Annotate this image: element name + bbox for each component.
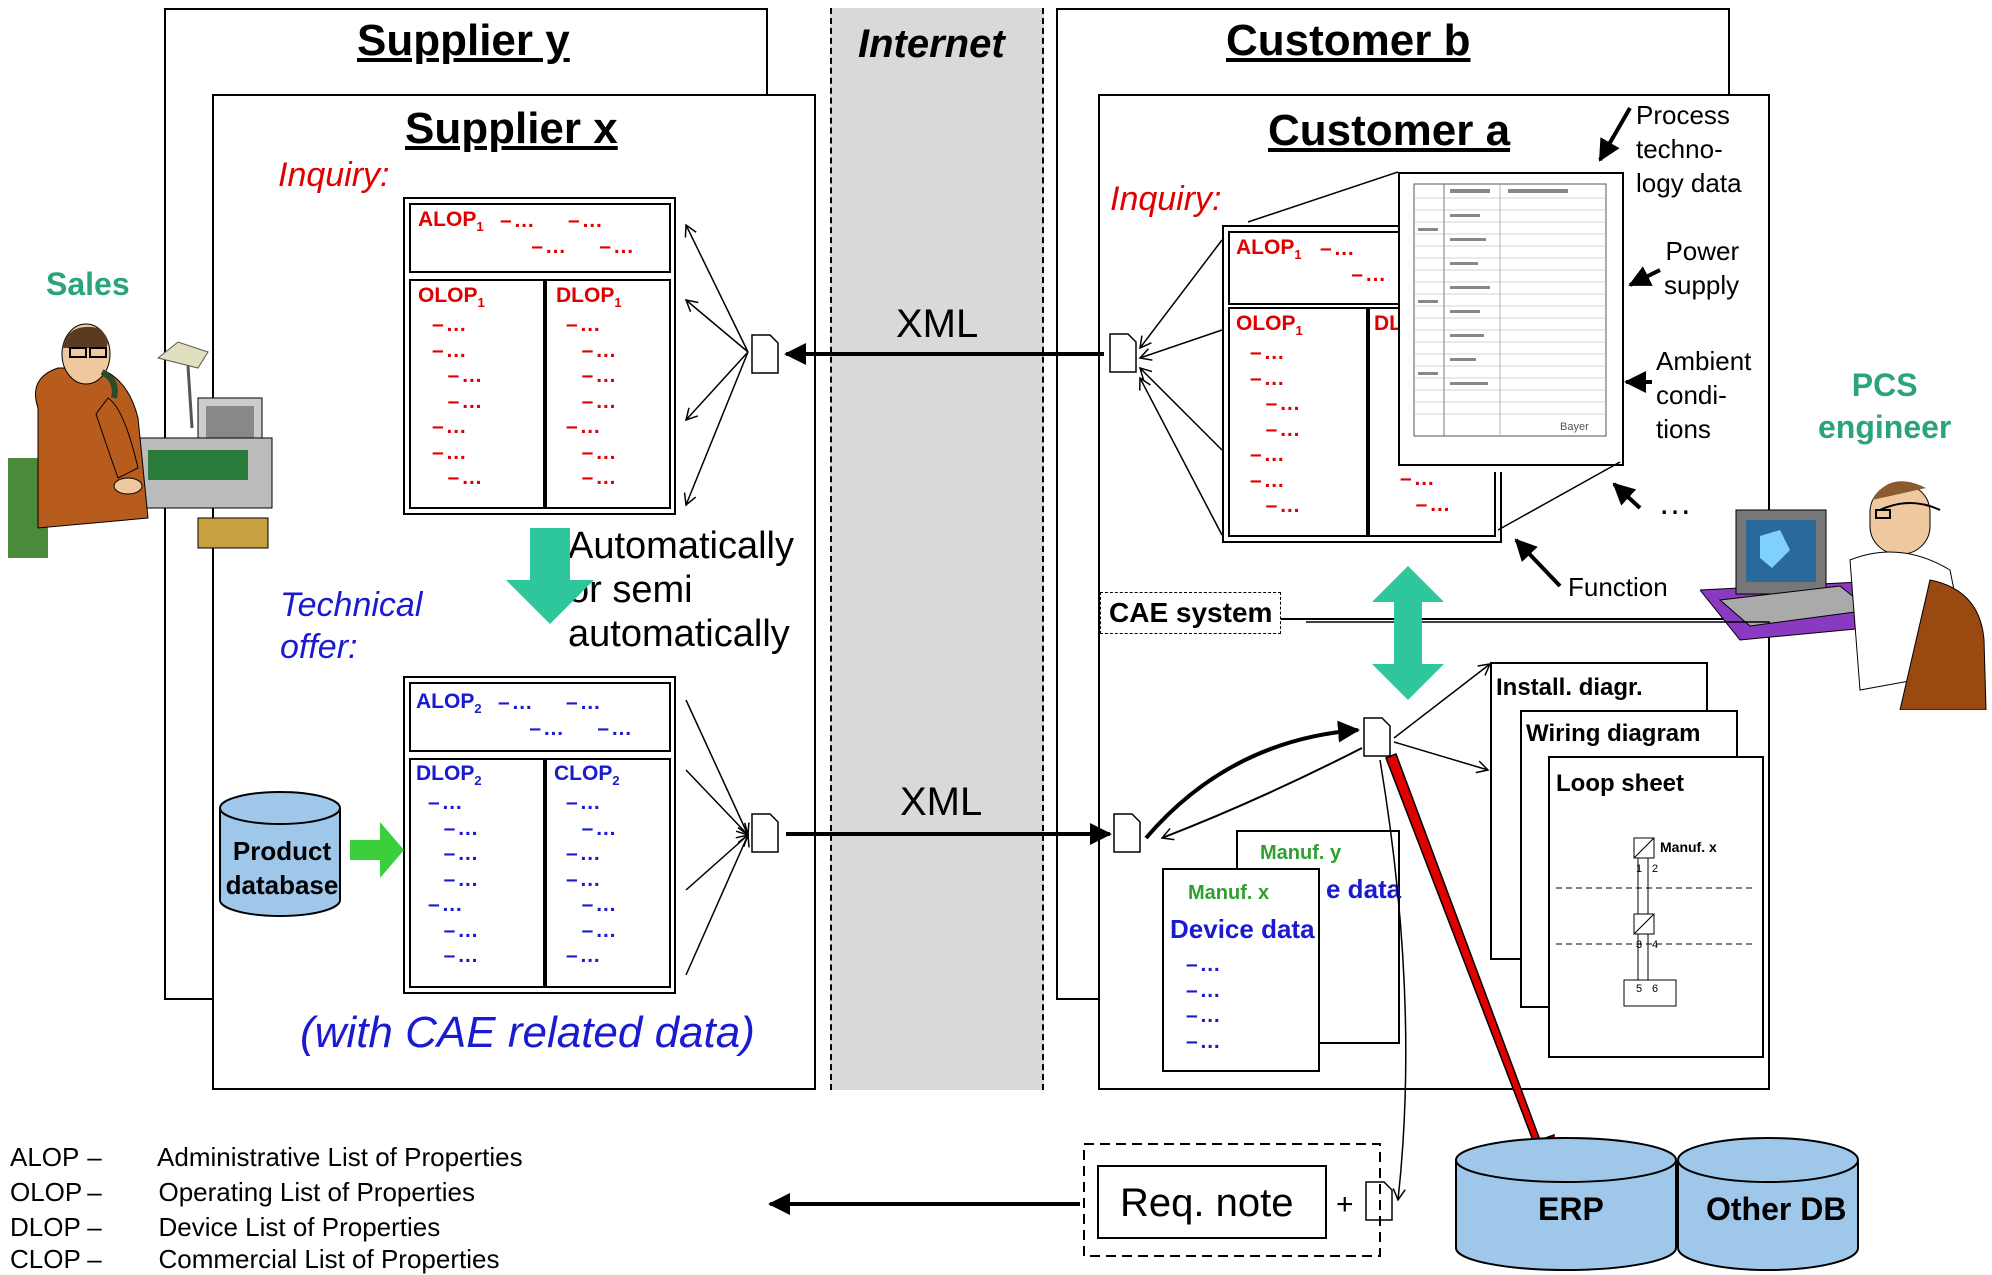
function-label: Function (1568, 572, 1668, 602)
loop-sheet (1548, 756, 1764, 1058)
loop-sheet-title: Loop sheet (1556, 770, 1685, 797)
pcs-engineer-illustration (1700, 481, 1987, 710)
cae-related-note: (with CAE related data) (300, 1008, 755, 1057)
sales-label: Sales (46, 266, 130, 302)
customer-dl: DL (1374, 312, 1402, 335)
sales-person-illustration (8, 323, 273, 558)
offer-alop: ALOP2 (416, 690, 482, 717)
automation-text: Automatically or semi automatically (568, 525, 794, 655)
offer-clop-values: –… –… –… –… –… –… –… (566, 791, 619, 967)
product-database-label: Product database (225, 836, 339, 900)
manuf-x-sheet (1162, 868, 1320, 1072)
wiring-diagram-title: Wiring diagram (1526, 720, 1701, 747)
manuf-x-label: Manuf. x (1188, 882, 1270, 904)
svg-text:ERP: ERP (1538, 1191, 1604, 1227)
supplier-x-title: Supplier x (405, 104, 618, 153)
process-technology-label: Process techno- logy data (1636, 100, 1742, 198)
legend-row-dlop: DLOP – Device List of Properties (10, 1212, 441, 1242)
customer-b-title: Customer b (1226, 16, 1471, 65)
internet-band (830, 8, 1044, 1090)
svg-text:3: 3 (1636, 939, 1642, 951)
svg-text:6: 6 (1652, 983, 1658, 995)
svg-text:1: 1 (1636, 863, 1642, 875)
svg-text:+: + (1336, 1188, 1354, 1221)
customer-inquiry-label: Inquiry: (1110, 180, 1222, 218)
inquiry-dlop: DLOP1 (556, 284, 622, 311)
legend-row-clop: CLOP – Commercial List of Properties (10, 1244, 500, 1274)
datasheet-grid-image: Bayer (1413, 183, 1607, 437)
svg-text:5: 5 (1636, 983, 1642, 995)
inquiry-alop-values: –… –… –… –… (500, 209, 637, 258)
pcs-engineer-label: PCS engineer (1818, 367, 1952, 445)
inquiry-olop-values: –… –… –… –… –… –… –… (432, 313, 485, 489)
inquiry-alop: ALOP1 (418, 208, 484, 235)
offer-dlop: DLOP2 (416, 762, 482, 789)
customer-olop-values: –… –… –… –… –… –… –… (1250, 341, 1303, 517)
svg-text:Bayer: Bayer (1560, 421, 1589, 433)
install-diagram-title: Install. diagr. (1496, 674, 1643, 701)
offer-clop: CLOP2 (554, 762, 620, 789)
manuf-y-label: Manuf. y (1260, 842, 1342, 864)
internet-label: Internet (858, 22, 1005, 66)
svg-text:Manuf. x: Manuf. x (1660, 839, 1717, 855)
manuf-y-device-data: e data (1326, 874, 1402, 904)
power-supply-label: Power supply (1664, 236, 1740, 300)
cae-system-label: CAE system (1100, 592, 1282, 634)
technical-offer-label: Technical offer: (280, 586, 423, 666)
supplier-y-title: Supplier y (357, 16, 570, 65)
svg-text:4: 4 (1652, 939, 1658, 951)
more-ellipsis: … (1658, 484, 1692, 522)
offer-dlop-values: –… –… –… –… –… –… –… (428, 791, 481, 967)
legend-row-olop: OLOP – Operating List of Properties (10, 1177, 475, 1207)
process-datasheet: Bayer (1398, 172, 1624, 466)
manuf-x-device-data: Device data (1170, 914, 1315, 944)
supplier-offer-document (403, 676, 676, 994)
supplier-inquiry-label: Inquiry: (278, 156, 390, 194)
ambient-conditions-label: Ambient condi- tions (1656, 346, 1752, 444)
xml-label-bottom: XML (900, 780, 983, 824)
svg-text:Req. note: Req. note (1120, 1181, 1293, 1225)
xml-label-top: XML (896, 302, 979, 346)
customer-alop: ALOP1 (1236, 236, 1302, 263)
customer-a-title: Customer a (1268, 106, 1511, 155)
customer-olop: OLOP1 (1236, 312, 1303, 339)
customer-dl-values: –… –… (1400, 467, 1453, 516)
inquiry-dlop-values: –… –… –… –… –… –… –… (566, 313, 619, 489)
svg-text:Other DB: Other DB (1706, 1191, 1846, 1227)
offer-alop-values: –… –… –… –… (498, 691, 635, 740)
manuf-x-values: –… –… –… –… (1186, 953, 1223, 1053)
legend-row-alop: ALOP – Administrative List of Properties (10, 1142, 523, 1172)
inquiry-olop: OLOP1 (418, 284, 485, 311)
svg-text:2: 2 (1652, 863, 1658, 875)
customer-alop-values: –… –… (1320, 237, 1389, 286)
supplier-inquiry-document (403, 197, 676, 515)
product-database-icon (219, 791, 341, 917)
customer-a-divider (1098, 618, 1770, 620)
